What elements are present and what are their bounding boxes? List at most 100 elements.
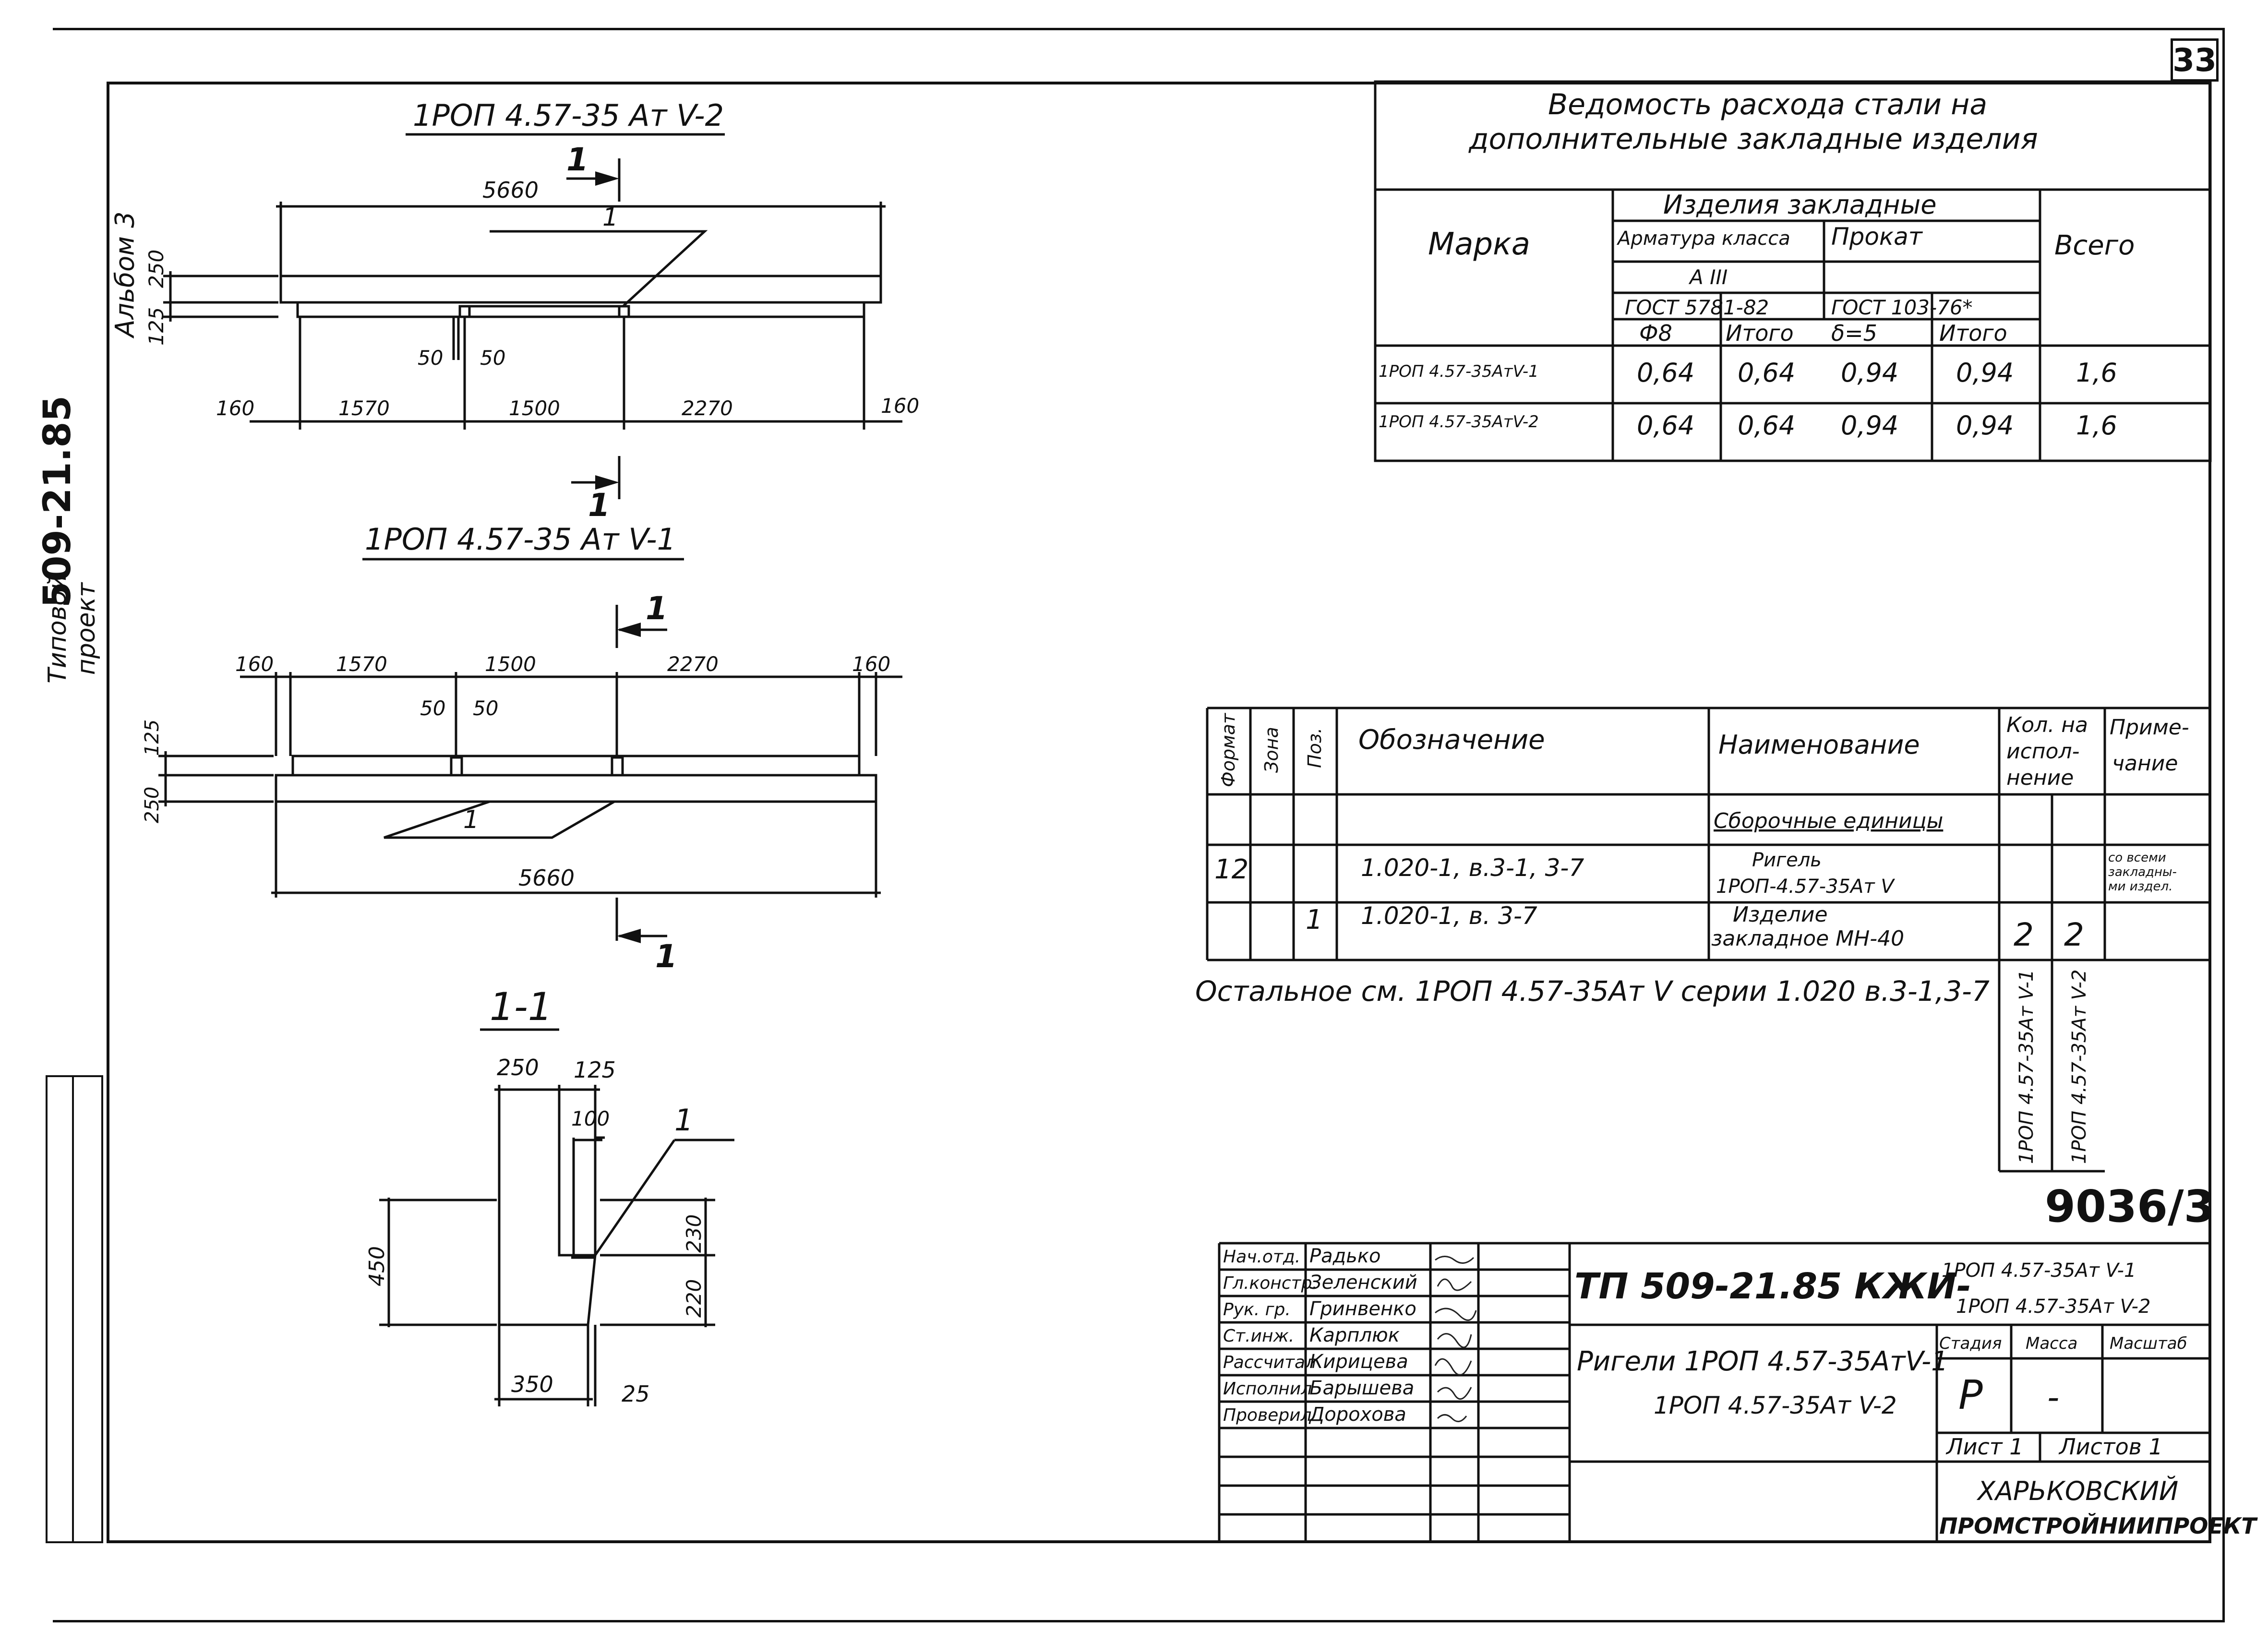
section-mark-c: 1 bbox=[646, 590, 668, 627]
spec-note: со всеми bbox=[2108, 851, 2166, 865]
steel-col-total: Всего bbox=[2054, 230, 2135, 261]
tb-signatures bbox=[1434, 1256, 1477, 1422]
steel-rebar-class: А III bbox=[1688, 265, 1728, 289]
dim-2270-top: 2270 bbox=[682, 396, 733, 420]
dim-230-section: 230 bbox=[682, 1214, 706, 1253]
steel-title-2: дополнительные закладные изделия bbox=[1468, 122, 2038, 156]
dim-100-section: 100 bbox=[571, 1107, 610, 1130]
spec-h-note2: чание bbox=[2112, 751, 2178, 776]
tb-org1: ХАРЬКОВСКИЙ bbox=[1976, 1476, 2178, 1506]
tb-name: Барышева bbox=[1309, 1377, 1414, 1399]
dim-2270-bottom: 2270 bbox=[667, 652, 719, 676]
spec-name: закладное МН-40 bbox=[1711, 926, 1904, 951]
steel-row-1: 1РОП 4.57-35АтV-1 0,64 0,64 0,94 0,94 1,… bbox=[1379, 358, 2117, 388]
spec-name: Ригель bbox=[1752, 849, 1822, 871]
tb-role: Рассчитал bbox=[1223, 1353, 1316, 1372]
part-label-top: 1 bbox=[602, 203, 618, 232]
section-mark-a: 1 bbox=[566, 141, 588, 178]
spec-designation: 1.020-1, в.3-1, 3-7 bbox=[1361, 854, 1584, 882]
steel-row-mark: 1РОП 4.57-35АтV-1 bbox=[1379, 362, 1539, 381]
spec-row-2: 1 1.020-1, в. 3-7 Изделие закладное МН-4… bbox=[1306, 902, 2084, 953]
tb-name: Дорохова bbox=[1308, 1404, 1406, 1426]
spec-format: 12 bbox=[1214, 854, 1248, 885]
top-border-line bbox=[53, 28, 2222, 30]
dim-50-bottom-right: 50 bbox=[473, 696, 498, 720]
steel-row-value: 0,94 bbox=[1956, 410, 2014, 441]
spec-h-format: Формат bbox=[1218, 712, 1239, 787]
tb-role: Нач.отд. bbox=[1223, 1247, 1300, 1267]
steel-sub-itogo1: Итого bbox=[1726, 320, 1794, 346]
spec-section-heading: Сборочные единицы bbox=[1714, 809, 1943, 833]
tb-h-scale: Масштаб bbox=[2110, 1334, 2187, 1353]
spec-exec-1: 1РОП 4.57-35Ат V-1 bbox=[2016, 970, 2038, 1164]
steel-row-total: 1,6 bbox=[2076, 410, 2117, 441]
tb-h-mass: Масса bbox=[2026, 1334, 2077, 1353]
tb-role: Проверил bbox=[1223, 1405, 1312, 1425]
tb-name-line1: Ригели 1РОП 4.57-35АтV-1 bbox=[1577, 1346, 1948, 1377]
dim-5660-bottom: 5660 bbox=[518, 865, 575, 891]
dim-25-section: 25 bbox=[622, 1381, 650, 1407]
tb-name: Зеленский bbox=[1309, 1272, 1417, 1294]
tb-name: Кирицева bbox=[1309, 1351, 1408, 1373]
view-bottom-title: 1РОП 4.57-35 Ат V-1 bbox=[365, 522, 676, 557]
dim-50-bottom-left: 50 bbox=[420, 696, 445, 720]
dim-160-bottom-left: 160 bbox=[235, 652, 274, 676]
section-mark-b: 1 bbox=[588, 487, 610, 524]
spec-note: закладны- bbox=[2108, 865, 2177, 879]
steel-row-mark: 1РОП 4.57-35АтV-2 bbox=[1379, 412, 1539, 432]
tb-role: Гл.констр. bbox=[1223, 1273, 1318, 1293]
dim-250-top: 250 bbox=[144, 250, 168, 288]
dim-160-bottom-right: 160 bbox=[852, 652, 890, 676]
left-stamp-divider bbox=[72, 1075, 74, 1543]
spec-h-designation: Обозначение bbox=[1358, 724, 1545, 756]
spec-h-name: Наименование bbox=[1718, 730, 1920, 760]
tb-sheets: Листов 1 bbox=[2058, 1434, 2163, 1460]
tb-name: Радько bbox=[1309, 1245, 1381, 1267]
spec-name: Изделие bbox=[1733, 902, 1828, 927]
dim-50-top-left: 50 bbox=[418, 346, 443, 370]
steel-row-value: 0,94 bbox=[1841, 410, 1898, 441]
dim-50-top-right: 50 bbox=[480, 346, 505, 370]
spec-exec-2: 1РОП 4.57-35Ат V-2 bbox=[2068, 970, 2090, 1164]
steel-col-mark: Марка bbox=[1428, 227, 1530, 262]
tb-mass: - bbox=[2047, 1378, 2059, 1417]
steel-row-2: 1РОП 4.57-35АтV-2 0,64 0,64 0,94 0,94 1,… bbox=[1379, 410, 2117, 441]
spec-note: ми издел. bbox=[2108, 879, 2172, 894]
section-mark-d: 1 bbox=[655, 938, 677, 975]
steel-row-total: 1,6 bbox=[2076, 358, 2117, 388]
part-label-bottom: 1 bbox=[463, 805, 479, 834]
steel-col-rebar: Арматура класса bbox=[1616, 228, 1790, 250]
steel-rolled-gost: ГОСТ 103-76* bbox=[1831, 296, 1973, 319]
view-top-title: 1РОП 4.57-35 Ат V-2 bbox=[413, 98, 724, 133]
dim-5660-top: 5660 bbox=[482, 177, 539, 203]
section-title: 1-1 bbox=[490, 984, 552, 1029]
dim-125-top: 125 bbox=[144, 307, 168, 346]
tb-doc-variant1: 1РОП 4.57-35Ат V-1 bbox=[1942, 1260, 2136, 1282]
tb-roles: Нач.отд. Гл.констр. Рук. гр. Ст.инж. Рас… bbox=[1223, 1247, 1318, 1425]
dim-1500-top: 1500 bbox=[509, 396, 560, 420]
tb-names: Радько Зеленский Гринвенко Карплюк Кириц… bbox=[1308, 1245, 1417, 1426]
tb-doc-code: ТП 509-21.85 КЖИ- bbox=[1574, 1266, 1971, 1307]
right-border-line bbox=[2222, 28, 2225, 1622]
left-stamp-box bbox=[46, 1075, 103, 1543]
spec-pos: 1 bbox=[1306, 904, 1323, 936]
spec-h-qty3: нение bbox=[2006, 766, 2074, 790]
part-label-section: 1 bbox=[674, 1103, 693, 1138]
tb-stage: Р bbox=[1958, 1371, 1983, 1418]
dim-160-top-right: 160 bbox=[881, 394, 919, 418]
steel-row-value: 0,64 bbox=[1637, 358, 1694, 388]
page-number: 33 bbox=[2172, 41, 2217, 79]
tb-role: Рук. гр. bbox=[1223, 1300, 1291, 1320]
tb-role: Ст.инж. bbox=[1223, 1326, 1294, 1346]
dim-160-top-left: 160 bbox=[216, 396, 254, 420]
dim-1570-top: 1570 bbox=[338, 396, 390, 420]
steel-title-1: Ведомость расхода стали на bbox=[1548, 88, 1987, 121]
dim-250-bottom: 250 bbox=[141, 787, 163, 823]
steel-col-group: Изделия закладные bbox=[1663, 190, 1936, 220]
steel-row-value: 0,64 bbox=[1637, 410, 1694, 441]
dim-220-section: 220 bbox=[682, 1279, 706, 1318]
dim-125-bottom: 125 bbox=[141, 720, 163, 756]
spec-qty: 2 bbox=[2064, 916, 2084, 953]
dim-1500-bottom: 1500 bbox=[485, 652, 536, 676]
